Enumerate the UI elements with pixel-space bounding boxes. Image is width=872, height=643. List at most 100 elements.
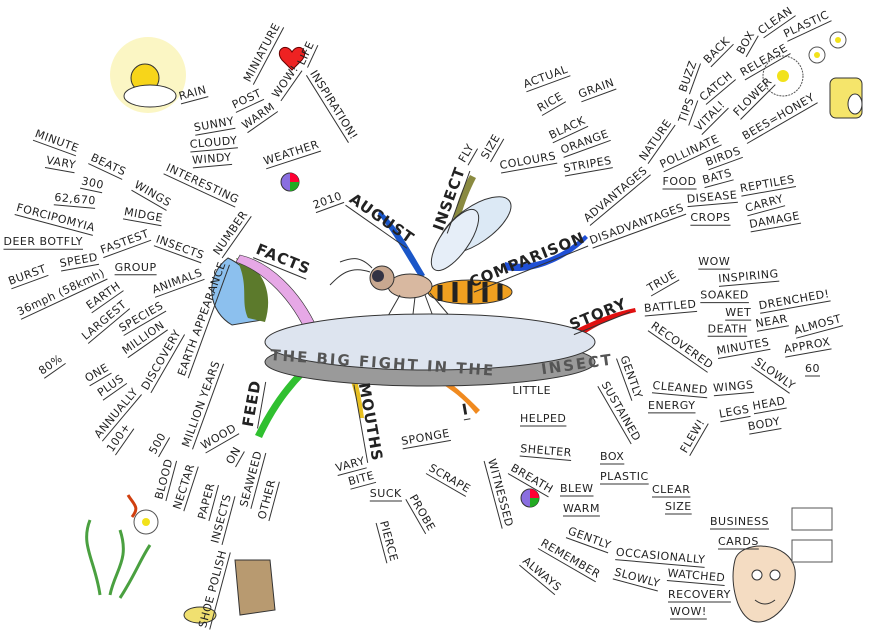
- branch-line: [180, 96, 209, 105]
- keyword-facts: NUMBER: [211, 208, 251, 257]
- branch-line: [205, 433, 240, 454]
- keyword-story: SLOWLY: [752, 355, 798, 392]
- branch-line: [221, 216, 252, 259]
- branch-line: [53, 204, 96, 209]
- branch-line: [563, 139, 611, 158]
- keyword-facts: MIDGE: [123, 205, 164, 225]
- branch-line: [663, 144, 722, 173]
- central-title-small: LITTLE: [512, 384, 551, 397]
- keyword-story: WET: [725, 306, 751, 319]
- keyword-facts: INSECTS: [154, 233, 206, 262]
- keyword-story: DRENCHED!: [758, 287, 831, 312]
- plastic-box-icon: [791, 507, 833, 563]
- keyword-story: HEAD: [752, 394, 787, 413]
- branch-comparison: [505, 235, 588, 272]
- keyword-story: BODY: [747, 415, 781, 433]
- branch-line: [402, 439, 451, 450]
- branch-line: [345, 204, 408, 249]
- branch-line: [375, 522, 388, 564]
- branch-line: [565, 537, 609, 554]
- branch-line: [305, 75, 349, 143]
- branch-line: [102, 382, 128, 401]
- branch-line: [89, 372, 112, 387]
- branch-line: [704, 179, 734, 189]
- central-disk: [264, 313, 596, 387]
- branch-line: [718, 348, 771, 359]
- branch-line: [701, 107, 729, 135]
- branch-line: [44, 167, 75, 174]
- keyword-august: CLOUDY: [189, 134, 238, 151]
- branch-line: [280, 70, 303, 102]
- branch-line: [501, 162, 558, 174]
- branch-line: [153, 245, 202, 264]
- branch-line: [688, 100, 699, 126]
- keyword-story: GENTLY: [617, 354, 645, 401]
- keyword-story: DEATH: [708, 322, 748, 335]
- branch-line: [688, 63, 701, 95]
- keyword-story: LEGS: [718, 403, 750, 421]
- keyword-comparison: DISEASE: [686, 188, 738, 205]
- branch-line: [763, 15, 796, 39]
- branch-line: [208, 484, 219, 522]
- keyword-i: BOX: [600, 450, 624, 463]
- branch-line: [183, 466, 199, 512]
- branch-label-feed: FEED: [239, 379, 265, 429]
- branch-line: [744, 53, 791, 81]
- branch-line: [519, 455, 572, 461]
- branch-line: [20, 278, 108, 320]
- branch-line: [131, 189, 167, 211]
- branch-line: [61, 263, 100, 272]
- branch-line: [612, 578, 658, 592]
- globe-icon: [211, 257, 269, 326]
- branch-line: [195, 127, 236, 136]
- branch-line: [192, 163, 233, 169]
- branch-line: [473, 245, 589, 293]
- keyword-i: SHELTER: [520, 442, 573, 459]
- branch-line: [746, 102, 818, 144]
- keyword-mouths: SCRAPE: [427, 461, 473, 495]
- keyword-august: WINDY: [192, 151, 232, 167]
- keyword-insect: ACTUAL: [522, 63, 570, 91]
- keyword-comparison: FLOWER: [731, 75, 775, 119]
- branch-line: [221, 496, 236, 546]
- branch-line: [785, 348, 832, 358]
- branch-line: [158, 437, 171, 458]
- insect-illustration: [329, 196, 513, 341]
- branch-line: [79, 187, 103, 194]
- keyword-story: SOAKED: [700, 289, 749, 302]
- branch-line: [87, 308, 131, 344]
- keyword-feed: ON: [223, 445, 243, 467]
- keyword-august: INSPIRATION!: [307, 68, 360, 142]
- branch-line: [552, 125, 589, 144]
- branch-line: [14, 214, 93, 236]
- branch-line: [337, 467, 367, 476]
- branch-line: [749, 428, 782, 435]
- branch-line: [101, 394, 142, 442]
- branch-line: [519, 564, 556, 596]
- keyword-story: WOW: [698, 255, 730, 268]
- branch-line: [114, 428, 135, 456]
- keyword-facts: SPEED: [59, 251, 99, 270]
- keyword-insect: FLY: [456, 142, 477, 165]
- plant-icon: [85, 494, 159, 599]
- branch-line: [751, 366, 790, 394]
- keyword-comparison: CROPS: [690, 211, 730, 224]
- branch-line: [592, 213, 687, 249]
- branch-label-story: STORY: [567, 294, 630, 333]
- branch-line: [573, 311, 631, 336]
- branch-line: [483, 460, 503, 529]
- branch-line: [647, 124, 676, 164]
- branch-line: [720, 415, 751, 423]
- keyword-august: WEATHER: [262, 138, 321, 168]
- keyword-story: WINGS: [713, 378, 754, 394]
- honey-pot-icon: [829, 77, 863, 119]
- keyword-facts: 500: [146, 431, 169, 457]
- branch-line: [718, 280, 780, 287]
- keyword-facts: BURST: [7, 262, 49, 288]
- shoe-polish-icon: [183, 559, 276, 624]
- branch-line: [467, 148, 479, 166]
- keyword-i: SLOWLY: [613, 565, 661, 590]
- keyword-facts: BEATS: [89, 151, 128, 179]
- keyword-i: PLASTIC: [600, 470, 649, 483]
